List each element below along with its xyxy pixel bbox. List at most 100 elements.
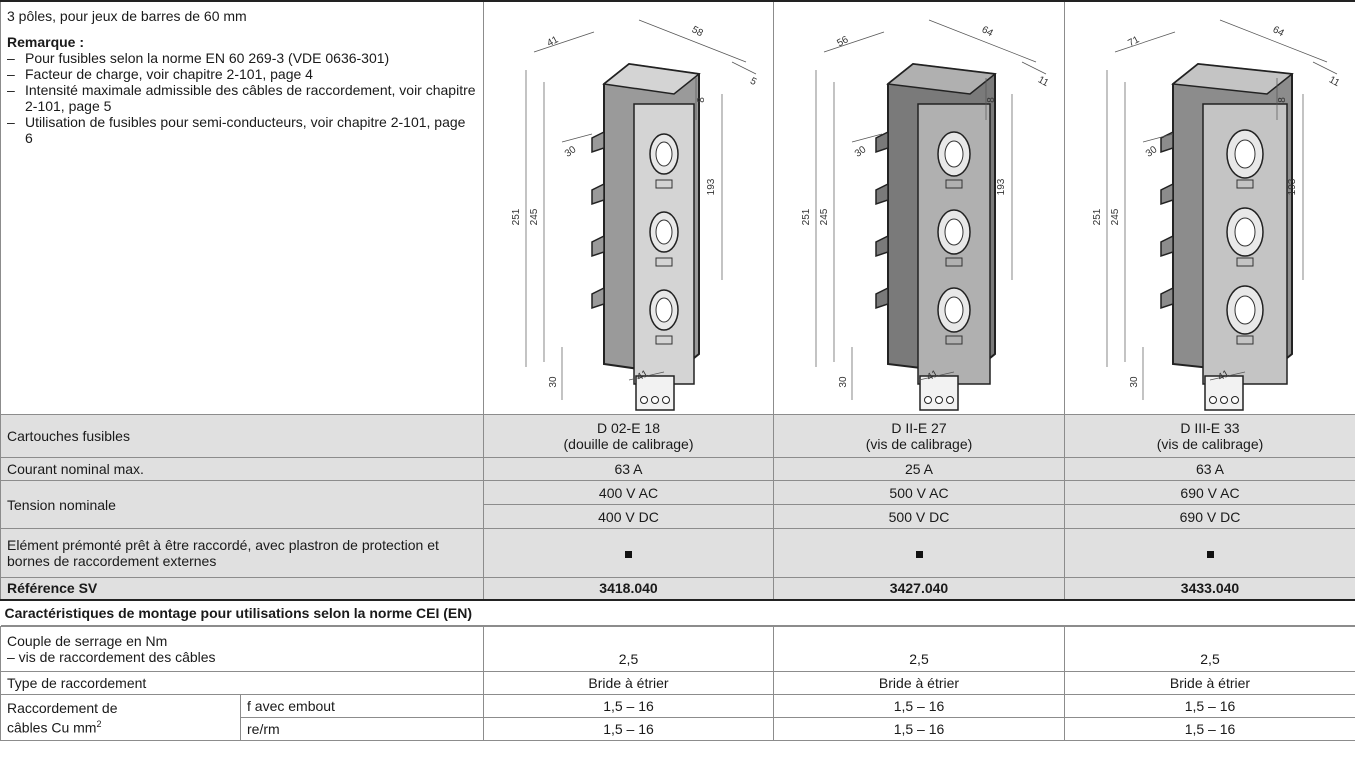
- cartridge-note: (vis de calibrage): [1156, 436, 1264, 452]
- dim-total-height: 251: [801, 208, 812, 225]
- busbar-clamp: [591, 130, 605, 154]
- cartridge-type: D 02-E 18: [596, 420, 661, 436]
- cartridge-type: D III-E 33: [1180, 420, 1240, 436]
- dim-angle: 30: [1144, 144, 1160, 160]
- row-reference: Référence SV 3418.040 3427.040 3433.040: [0, 577, 1355, 601]
- value-cell: Bride à étrier: [483, 671, 774, 695]
- value-cell: 1,5 – 16: [773, 694, 1065, 718]
- dim-mid-height: 193: [996, 178, 1007, 195]
- drawing-row: 3 pôles, pour jeux de barres de 60 mm Re…: [0, 0, 1355, 415]
- square-marker-icon: [1206, 551, 1214, 558]
- value-cell: 690 V DC: [1064, 504, 1355, 529]
- marker-cell: [773, 528, 1065, 578]
- dim-inner-height: 245: [819, 208, 830, 225]
- dimension-line: [1219, 19, 1328, 63]
- dim-depth: 64: [1271, 24, 1286, 39]
- row-label: Raccordement de câbles Cu mm2: [0, 694, 241, 741]
- busbar-clamp: [1160, 234, 1174, 258]
- dim-base-width: 41: [925, 368, 941, 383]
- dimension-line: [1114, 31, 1176, 53]
- dimension-line: [638, 19, 747, 63]
- row-label: Courant nominal max.: [0, 457, 484, 481]
- row-current: Courant nominal max. 63 A 25 A 63 A: [0, 457, 1355, 481]
- fuse-holder-inner: [655, 297, 673, 323]
- spec-table: 3 pôles, pour jeux de barres de 60 mm Re…: [0, 0, 1355, 626]
- remark-label: Remarque :: [7, 34, 85, 50]
- row-label: Elément prémonté prêt à être raccordé, a…: [0, 528, 484, 578]
- dim-base-width: 41: [1216, 368, 1232, 383]
- sub-label: re/rm: [240, 717, 484, 741]
- dim-offset: 8: [986, 97, 997, 103]
- label-slot: [1236, 335, 1254, 345]
- dimension-line: [561, 133, 593, 143]
- fuse-holder-inner: [655, 219, 673, 245]
- value-cell: 63 A: [1064, 457, 1355, 481]
- terminal-screw: [662, 396, 670, 404]
- dim-inner-height: 245: [529, 208, 540, 225]
- cartridge-note: (douille de calibrage): [563, 436, 694, 452]
- row-label: Couple de serrage en Nm – vis de raccord…: [0, 626, 484, 672]
- terminal-screw: [946, 396, 954, 404]
- description-cell: 3 pôles, pour jeux de barres de 60 mm Re…: [0, 0, 484, 415]
- dim-thickness: 11: [1327, 74, 1342, 89]
- label-slot: [1236, 257, 1254, 267]
- row-voltage-ac: Tension nominale 400 V AC 500 V AC 690 V…: [0, 480, 1355, 529]
- dim-width: 56: [835, 34, 850, 49]
- cable-unit-sup: 2: [96, 718, 102, 729]
- busbar-clamp: [1160, 286, 1174, 310]
- value-cell: 1,5 – 16: [483, 694, 774, 718]
- busbar-clamp: [591, 286, 605, 310]
- value-cell: 400 V DC: [483, 504, 774, 529]
- dimension-line: [823, 31, 885, 53]
- dim-depth: 64: [980, 24, 995, 39]
- dim-base-width: 41: [635, 368, 651, 383]
- busbar-clamp: [1160, 182, 1174, 206]
- label-slot: [945, 257, 963, 267]
- dim-total-height: 251: [511, 208, 522, 225]
- dimension-line: [1142, 133, 1174, 143]
- dimension-line: [1312, 61, 1338, 75]
- marker-cell: [1064, 528, 1355, 578]
- square-marker-icon: [625, 551, 632, 558]
- dimension-line: [918, 371, 955, 381]
- dim-depth: 58: [690, 24, 705, 39]
- fuse-holder-inner: [1234, 139, 1256, 169]
- reference-number: 3433.040: [1064, 577, 1355, 601]
- terminal-screw: [1209, 396, 1217, 404]
- row-label: Type de raccordement: [0, 671, 484, 695]
- value-cell: 690 V AC: [1064, 480, 1355, 505]
- label-slot: [945, 179, 963, 189]
- label-slot: [655, 257, 673, 267]
- terminal-screw: [1220, 396, 1228, 404]
- fuse-holder-inner: [944, 140, 964, 168]
- dim-thickness: 11: [1036, 74, 1051, 89]
- label-slot: [1236, 179, 1254, 189]
- row-cartridges: Cartouches fusibles D 02-E 18 (douille d…: [0, 414, 1355, 458]
- value-cell: 400 V AC: [483, 480, 774, 505]
- terminal-screw: [1231, 396, 1239, 404]
- label-slot: [945, 335, 963, 345]
- description-title: 3 pôles, pour jeux de barres de 60 mm: [7, 8, 247, 24]
- row-label: Tension nominale: [0, 480, 484, 529]
- busbar-clamp: [875, 286, 889, 310]
- value-cell: 63 A: [483, 457, 774, 481]
- row-torque: Couple de serrage en Nm – vis de raccord…: [0, 626, 1355, 672]
- dim-inner-height: 245: [1110, 208, 1121, 225]
- row-cable-f: Raccordement de câbles Cu mm2 f avec emb…: [0, 694, 1355, 741]
- remark-item: Utilisation de fusibles pour semi-conduc…: [7, 114, 477, 146]
- dimension-line: [533, 31, 595, 53]
- torque-sublabel: – vis de raccordement des câbles: [7, 649, 216, 665]
- label-slot: [655, 179, 673, 189]
- busbar-clamp: [591, 182, 605, 206]
- top-cap: [602, 63, 701, 95]
- value-cell: 25 A: [773, 457, 1065, 481]
- terminal-block: [1204, 375, 1244, 411]
- square-marker-icon: [915, 551, 923, 558]
- dim-angle: 30: [563, 144, 579, 160]
- value-cell: Bride à étrier: [773, 671, 1065, 695]
- top-cap: [886, 63, 997, 95]
